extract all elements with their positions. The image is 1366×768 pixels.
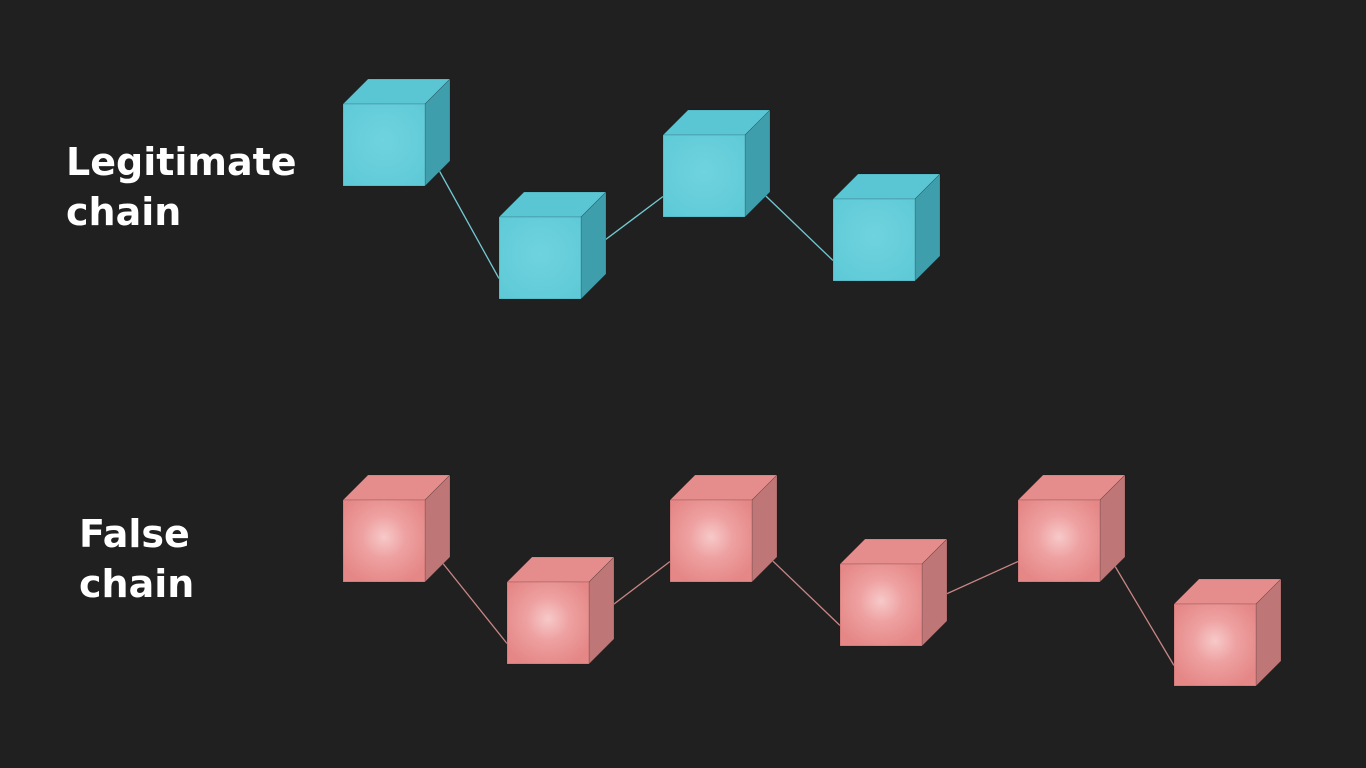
legitimate-chain bbox=[342, 78, 941, 300]
false-chain-block-front bbox=[1017, 499, 1101, 583]
false-chain-block bbox=[839, 538, 948, 647]
false-chain-block bbox=[1173, 578, 1282, 687]
false-chain-label-line-2: chain bbox=[79, 562, 195, 606]
false-chain bbox=[342, 474, 1282, 687]
legitimate-chain-block bbox=[342, 78, 451, 187]
legitimate-chain-block-front bbox=[498, 216, 582, 300]
legitimate-chain-block bbox=[662, 109, 771, 218]
false-chain-block-front bbox=[839, 563, 923, 647]
false-chain-label: False chain bbox=[79, 509, 194, 609]
false-chain-block-front bbox=[669, 499, 753, 583]
false-chain-block bbox=[506, 556, 615, 665]
false-chain-block bbox=[1017, 474, 1126, 583]
false-chain-block-front bbox=[1173, 603, 1257, 687]
legitimate-chain-label-line-1: Legitimate bbox=[66, 140, 297, 184]
false-chain-block bbox=[669, 474, 778, 583]
false-chain-label-line-1: False bbox=[79, 512, 190, 556]
legitimate-chain-block bbox=[498, 191, 607, 300]
legitimate-chain-block-front bbox=[342, 103, 426, 187]
legitimate-chain-label: Legitimate chain bbox=[66, 137, 297, 237]
false-chain-block-front bbox=[506, 581, 590, 665]
false-chain-block-front bbox=[342, 499, 426, 583]
legitimate-chain-block-front bbox=[832, 198, 916, 282]
legitimate-chain-block bbox=[832, 173, 941, 282]
legitimate-chain-block-front bbox=[662, 134, 746, 218]
false-chain-block bbox=[342, 474, 451, 583]
legitimate-chain-label-line-2: chain bbox=[66, 190, 182, 234]
